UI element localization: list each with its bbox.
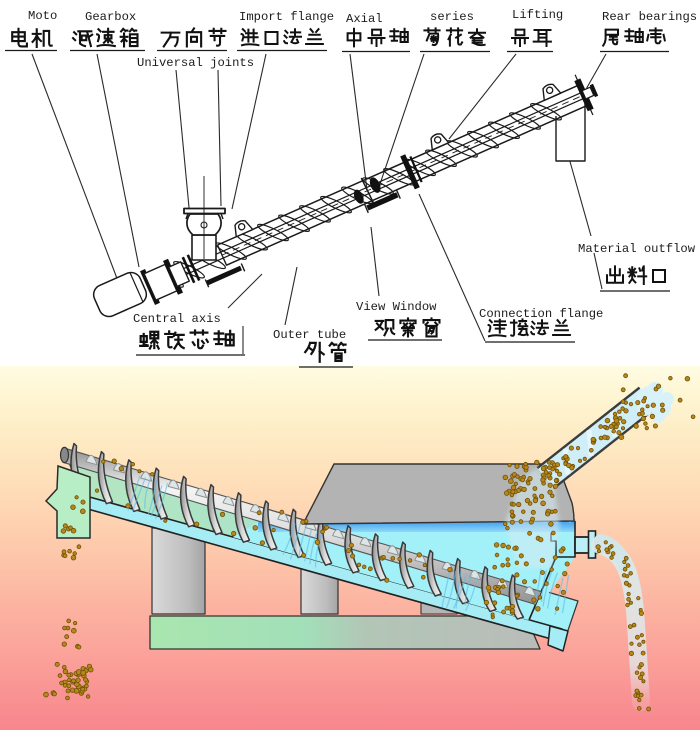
svg-text:Lifting: Lifting [512,8,563,22]
svg-text:View Window: View Window [356,300,437,314]
svg-text:Central axis: Central axis [133,312,221,326]
svg-text:Gearbox: Gearbox [85,10,136,24]
svg-text:series: series [430,10,474,24]
svg-text:Axial: Axial [346,12,383,26]
svg-text:Universal joints: Universal joints [137,56,254,70]
svg-text:Outer tube: Outer tube [273,328,346,342]
svg-text:Rear bearings: Rear bearings [602,10,697,24]
svg-text:Import flange: Import flange [239,10,334,24]
svg-text:Moto: Moto [28,9,57,23]
svg-text:Material outflow: Material outflow [578,242,696,256]
svg-text:Connection flange: Connection flange [479,307,603,321]
